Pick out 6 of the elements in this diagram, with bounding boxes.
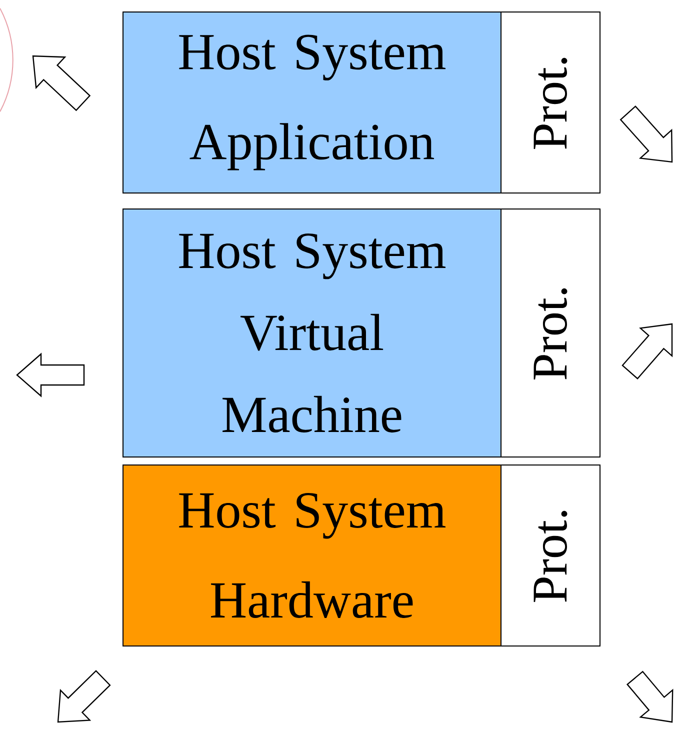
protocol-box: Prot. (500, 464, 600, 646)
layer-box: Host System Virtual Machine (122, 208, 502, 458)
protocol-box: Prot. (500, 208, 600, 458)
protocol-box: Prot. (500, 12, 600, 194)
layer-box: Host System Application (122, 12, 502, 194)
layer-box: Host System Hardware (122, 464, 502, 646)
